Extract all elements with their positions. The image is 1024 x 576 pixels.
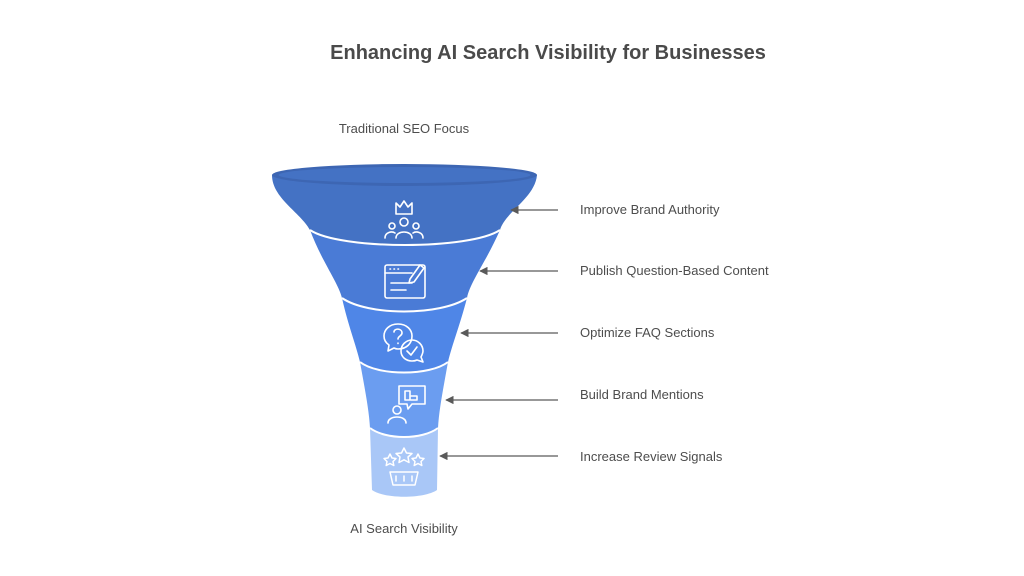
stage-label-faq-sections: Optimize FAQ Sections	[580, 325, 715, 340]
funnel-rim-inner	[278, 167, 531, 183]
diagram-title: Enhancing AI Search Visibility for Busin…	[330, 42, 766, 64]
band-divider	[359, 361, 449, 374]
browser-pen-icon	[384, 264, 426, 299]
funnel-band-1	[272, 165, 537, 245]
stage-label-brand-authority: Improve Brand Authority	[580, 202, 720, 217]
funnel-top-label: Traditional SEO Focus	[338, 121, 470, 136]
funnel-bottom-label: AI Search Visibility	[350, 521, 458, 536]
band-divider	[341, 297, 468, 313]
funnel-band-3	[342, 298, 467, 373]
funnel-band-2	[310, 230, 500, 312]
funnel-band-4	[360, 362, 448, 437]
person-speech-icon	[387, 385, 426, 424]
funnel-band-5	[370, 428, 438, 497]
crown-people-icon	[384, 200, 424, 239]
stage-label-question-content: Publish Question-Based Content	[580, 263, 769, 278]
stars-basket-icon	[383, 447, 425, 486]
band-divider	[369, 427, 439, 438]
band-divider	[309, 229, 501, 246]
question-chat-icon	[383, 323, 424, 363]
stage-label-brand-mentions: Build Brand Mentions	[580, 387, 704, 402]
stage-label-review-signals: Increase Review Signals	[580, 449, 723, 464]
